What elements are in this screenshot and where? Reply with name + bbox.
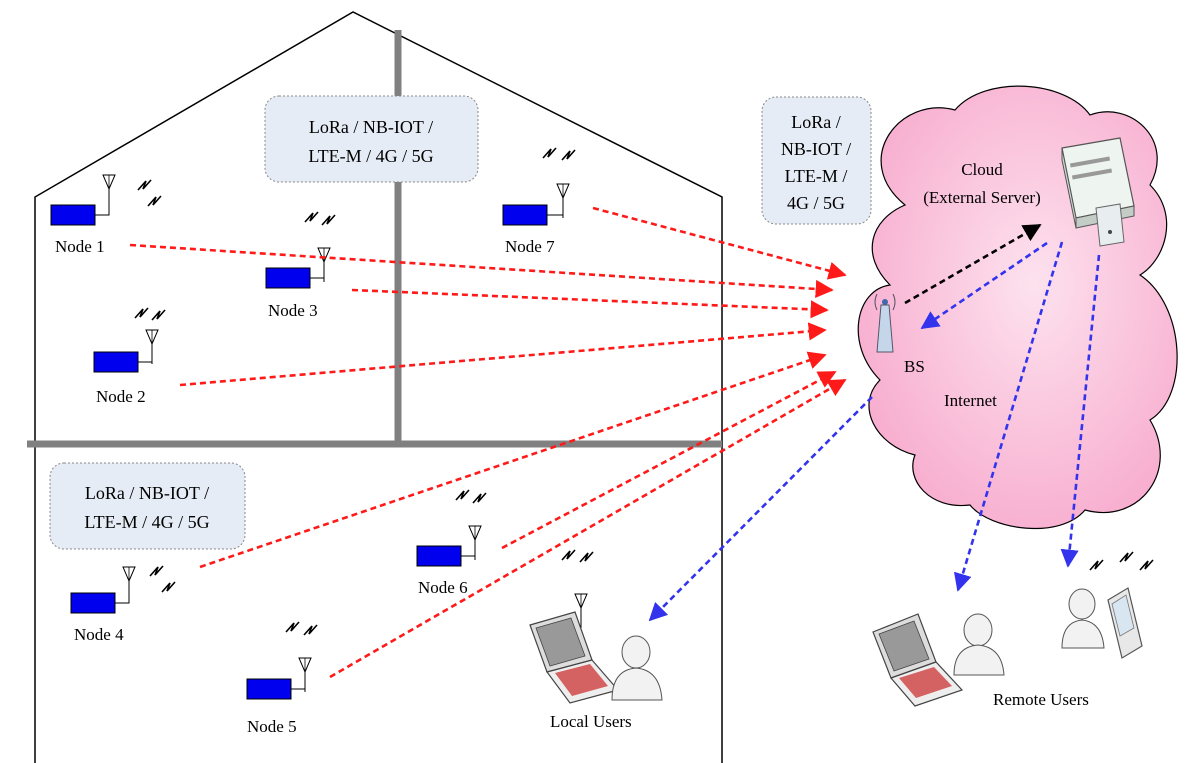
node-5-label: Node 5: [247, 717, 297, 736]
antenna-icon: [145, 329, 159, 365]
signal-icon: [304, 211, 319, 223]
bs-to-server: [904, 223, 1042, 305]
protocol-bottom-line2: LTE-M / 4G / 5G: [84, 512, 209, 532]
node-3-label: Node 3: [268, 301, 318, 320]
uplink-arrows: [129, 206, 847, 679]
node-5: Node 5: [246, 621, 318, 736]
signal-icon: [161, 581, 176, 593]
signal-icon: [561, 149, 576, 161]
signal-icon: [561, 549, 576, 561]
uplink-node1: [129, 243, 834, 299]
server-to-bs: [920, 241, 1048, 330]
protocol-top-line2: LTE-M / 4G / 5G: [308, 146, 433, 166]
protocol-box-bottom: LoRa / NB-IOT / LTE-M / 4G / 5G: [49, 462, 246, 550]
base-station-icon: [874, 293, 896, 353]
antenna-icon: [468, 525, 482, 561]
node-2: Node 2: [93, 307, 166, 406]
signal-icon: [579, 551, 594, 563]
node-4-label: Node 4: [74, 625, 124, 644]
server-to-remote-phone: [1060, 254, 1101, 568]
user-icon: [611, 635, 663, 701]
internet-label: Internet: [944, 391, 997, 410]
uplink-node4: [199, 351, 827, 569]
protocol-outside-line2: NB-IOT /: [781, 139, 851, 159]
antenna-icon: [102, 174, 116, 210]
smartphone-icon: [1107, 587, 1143, 659]
cloud: Cloud (External Server) BS Internet: [857, 85, 1178, 530]
signal-icon: [1139, 559, 1154, 571]
protocol-outside-line1: LoRa /: [791, 112, 841, 132]
signal-icon: [1089, 559, 1104, 571]
house-outline: [34, 11, 723, 763]
uplink-node7: [592, 206, 847, 280]
protocol-box-top: LoRa / NB-IOT / LTE-M / 4G / 5G: [264, 95, 479, 183]
local-users: Local Users: [529, 549, 663, 731]
antenna-icon: [122, 566, 136, 602]
uplink-node6: [501, 370, 837, 550]
user-icon: [953, 613, 1005, 676]
uplink-node5: [329, 378, 847, 679]
node-1-label: Node 1: [55, 237, 105, 256]
bs-to-local-users: [648, 396, 873, 622]
protocol-box-outside: LoRa / NB-IOT / LTE-M / 4G / 5G: [761, 96, 872, 225]
remote-users: Remote Users: [872, 551, 1154, 709]
cloud-title: Cloud: [961, 160, 1003, 179]
server-to-remote-laptop: [953, 241, 1064, 592]
antenna-icon: [556, 183, 570, 219]
signal-icon: [285, 621, 300, 633]
signal-icon: [1119, 551, 1134, 563]
protocol-bottom-line1: LoRa / NB-IOT /: [85, 483, 209, 503]
signal-icon: [147, 195, 162, 207]
node-2-label: Node 2: [96, 387, 146, 406]
signal-icon: [151, 309, 166, 321]
signal-icon: [137, 179, 152, 191]
uplink-node2: [179, 322, 827, 387]
protocol-outside-line3: LTE-M /: [785, 166, 848, 186]
signal-icon: [542, 147, 557, 159]
downlink-arrows: [648, 241, 1101, 622]
node-1: Node 1: [50, 174, 162, 256]
cloud-shape: [857, 85, 1178, 530]
signal-icon: [149, 565, 164, 577]
laptop-icon: [872, 613, 964, 707]
cloud-subtitle: (External Server): [923, 188, 1041, 207]
antenna-icon: [317, 247, 331, 283]
protocol-outside-line4: 4G / 5G: [787, 193, 845, 213]
signal-icon: [472, 492, 487, 504]
local-users-label: Local Users: [550, 712, 632, 731]
signal-icon: [134, 307, 149, 319]
signal-icon: [303, 624, 318, 636]
protocol-top-line1: LoRa / NB-IOT /: [309, 117, 433, 137]
antenna-icon: [298, 657, 312, 693]
signal-icon: [321, 214, 336, 226]
bs-label: BS: [904, 357, 925, 376]
node-6-label: Node 6: [418, 578, 468, 597]
user-icon: [1061, 588, 1105, 649]
server-icon: [1061, 137, 1135, 247]
node-3: Node 3: [265, 211, 336, 320]
signal-icon: [455, 489, 470, 501]
node-7: Node 7: [502, 147, 576, 256]
node-7-label: Node 7: [505, 237, 555, 256]
laptop-icon: [529, 611, 620, 704]
node-6: Node 6: [416, 489, 487, 597]
remote-users-label: Remote Users: [993, 690, 1089, 709]
node-4: Node 4: [70, 565, 176, 644]
uplink-node3: [351, 288, 829, 319]
